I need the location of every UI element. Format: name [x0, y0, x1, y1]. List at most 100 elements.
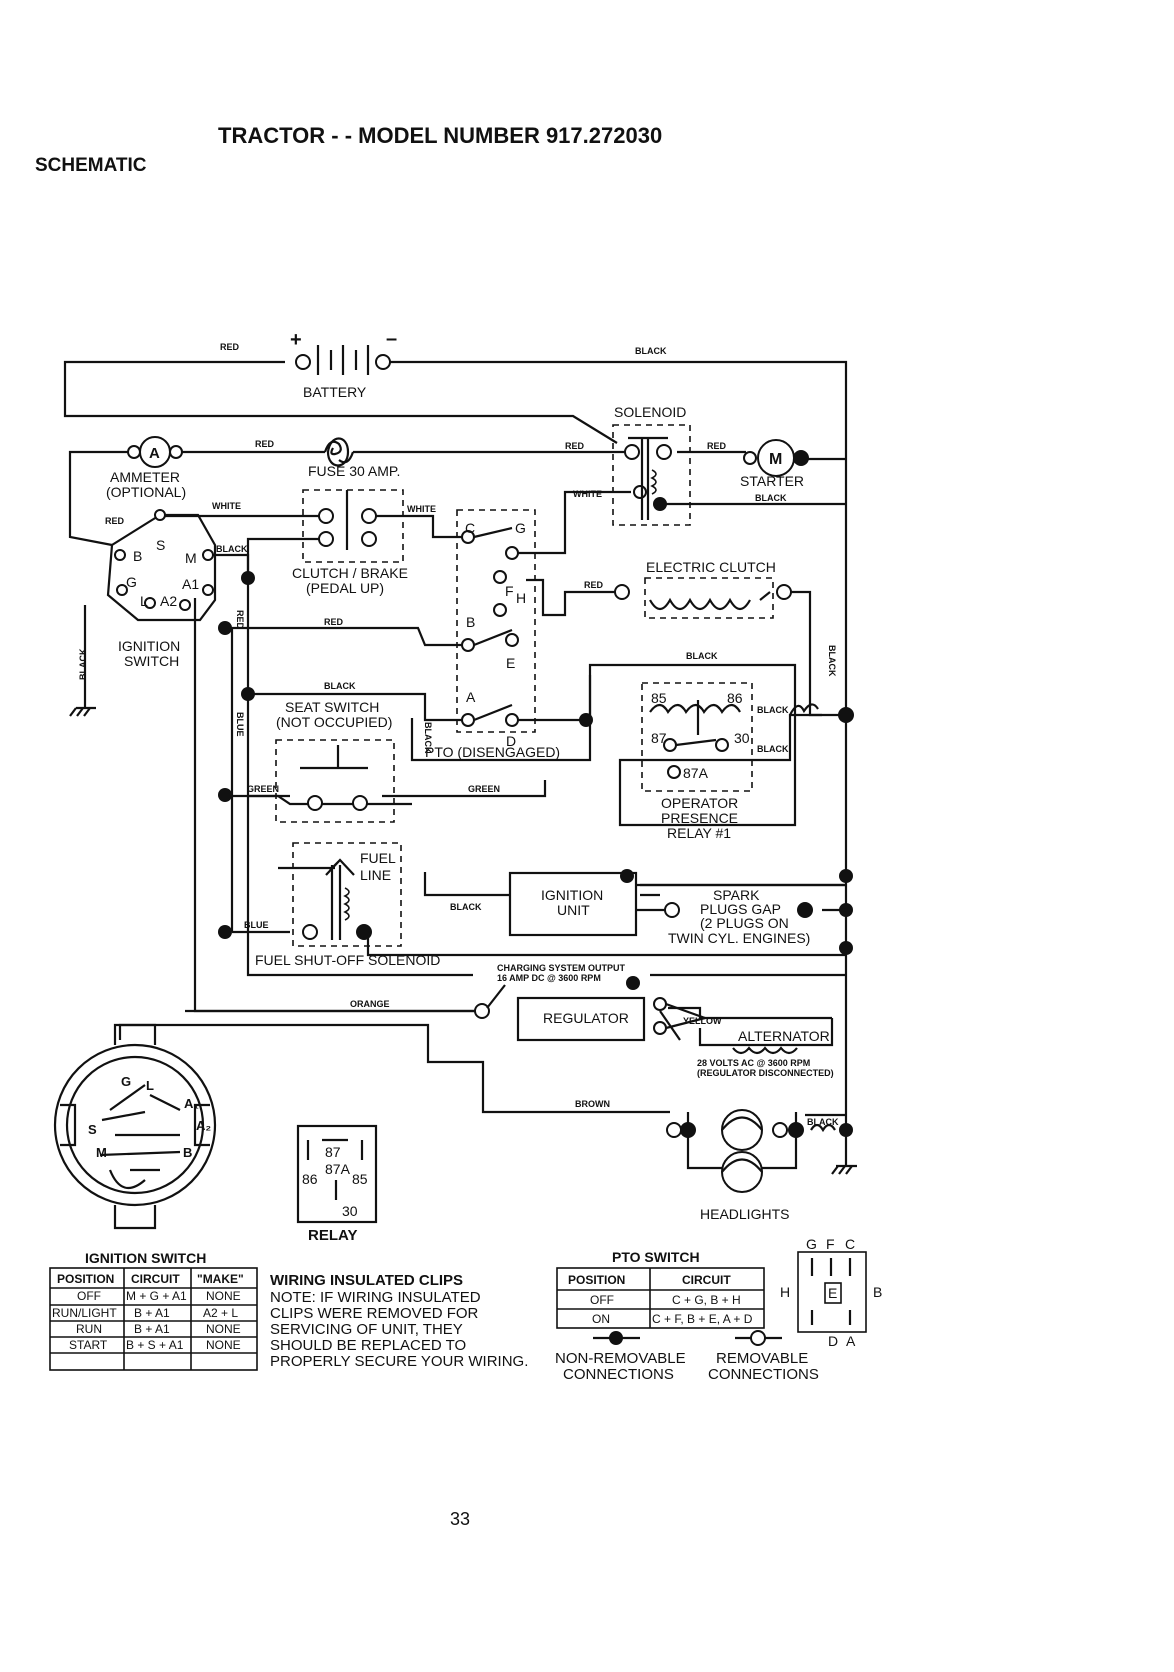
- alternator-label: ALTERNATOR: [738, 1028, 830, 1044]
- wire-label-black-m: BLACK: [216, 544, 248, 554]
- battery-plus: +: [290, 329, 302, 351]
- seat-switch-label: SEAT SWITCH: [285, 699, 379, 715]
- headlights: HEADLIGHTS BROWN BLACK: [575, 1099, 853, 1222]
- wire-label-green-right: GREEN: [468, 784, 500, 794]
- sw-terminal-g: G: [121, 1074, 131, 1089]
- clutch-brake-label: CLUTCH / BRAKE: [292, 565, 408, 581]
- wire-label-red-battery: RED: [220, 342, 240, 352]
- ign-r3-c1: B + S + A1: [126, 1338, 184, 1352]
- seat-switch: SEAT SWITCH (NOT OCCUPIED) GREEN GREEN: [218, 687, 500, 823]
- regulator: CHARGING SYSTEM OUTPUT 16 AMP DC @ 3600 …: [350, 963, 722, 1042]
- wire-label-green-left: GREEN: [247, 784, 279, 794]
- connection-legend: NON-REMOVABLE CONNECTIONS REMOVABLE CONN…: [555, 1330, 819, 1383]
- wire-label-black-ground: BLACK: [78, 648, 88, 680]
- wire-label-black-ign-unit: BLACK: [450, 902, 482, 912]
- pto-pin-a: A: [846, 1333, 856, 1349]
- solenoid: SOLENOID RED WHITE RED BLACK: [565, 404, 787, 526]
- wire-label-red-vertical: RED: [235, 610, 245, 630]
- note-line-4: SHOULD BE REPLACED TO: [270, 1337, 466, 1354]
- solenoid-label: SOLENOID: [614, 404, 686, 420]
- wire-label-blue-vertical: BLUE: [235, 712, 245, 737]
- relay-terminal-85: 85: [651, 690, 667, 706]
- pto-terminal-d: D: [506, 733, 516, 749]
- removable-symbol: [750, 1330, 766, 1346]
- ignition-switch: B S M G A1 L A2 IGNITION SWITCH WHITE BL…: [78, 501, 255, 737]
- ign-terminal-a1: A1: [182, 576, 199, 592]
- legend-removable-1: REMOVABLE: [716, 1350, 808, 1367]
- alternator: ALTERNATOR 28 VOLTS AC @ 3600 RPM (REGUL…: [697, 1028, 834, 1078]
- wire-label-red-solenoid: RED: [565, 441, 585, 451]
- ign-r0-c0: OFF: [77, 1289, 101, 1303]
- relay-label-3: RELAY #1: [667, 825, 731, 841]
- electric-clutch: ELECTRIC CLUTCH RED BLACK BLACK: [584, 559, 837, 677]
- pto-switch: C G F H B E A D PTO (DISENGAGED) RED BLA…: [324, 509, 593, 760]
- ign-terminal-s: S: [156, 537, 165, 553]
- ign-r1-c0: RUN/LIGHT: [52, 1306, 117, 1320]
- pto-terminal-b: B: [466, 614, 475, 630]
- wire-label-blue-fuel: BLUE: [244, 920, 269, 930]
- ign-terminal-b: B: [133, 548, 142, 564]
- spark-label-2: PLUGS GAP: [700, 901, 781, 917]
- ignition-unit-label-2: UNIT: [557, 902, 590, 918]
- relay-pin-30: 30: [342, 1203, 358, 1219]
- ammeter: A AMMETER (OPTIONAL) RED RED: [105, 436, 275, 526]
- page-title: TRACTOR - - MODEL NUMBER 917.272030: [218, 123, 662, 148]
- fuel-shutoff-solenoid: FUEL LINE FUEL SHUT-OFF SOLENOID BLUE: [218, 842, 440, 968]
- starter: M STARTER: [740, 439, 809, 489]
- pto-terminal-a: A: [466, 689, 476, 705]
- pto-terminal-c: C: [465, 520, 475, 536]
- wire-label-yellow: YELLOW: [683, 1016, 722, 1026]
- charging-output-1: CHARGING SYSTEM OUTPUT: [497, 963, 626, 973]
- ign-terminal-a2: A2: [160, 593, 177, 609]
- battery: + – BATTERY RED BLACK: [220, 328, 667, 400]
- pto-disengaged-label: PTO (DISENGAGED): [425, 744, 560, 760]
- wire-label-black-right: BLACK: [827, 645, 837, 677]
- ign-r0-c1: M + G + A1: [126, 1289, 187, 1303]
- note-line-5: PROPERLY SECURE YOUR WIRING.: [270, 1353, 528, 1370]
- ign-r2-c2: NONE: [206, 1322, 241, 1336]
- ignition-unit-label-1: IGNITION: [541, 887, 603, 903]
- wire-label-red-starter: RED: [707, 441, 727, 451]
- relay-title: RELAY: [308, 1227, 357, 1244]
- relay-terminal-87: 87: [651, 730, 667, 746]
- fuel-line-label-2: LINE: [360, 867, 391, 883]
- pto-terminal-g: G: [515, 520, 526, 536]
- ign-r3-c0: START: [69, 1338, 108, 1352]
- wire-label-black-86: BLACK: [757, 705, 789, 715]
- spark-label-4: TWIN CYL. ENGINES): [668, 930, 810, 946]
- ign-r1-c1: B + A1: [134, 1306, 170, 1320]
- pto-r1-c1: C + F, B + E, A + D: [652, 1312, 753, 1326]
- battery-minus: –: [386, 328, 397, 350]
- wire-label-black-starter: BLACK: [755, 493, 787, 503]
- relay-label-1: OPERATOR: [661, 795, 738, 811]
- wire-label-black-relay: BLACK: [686, 651, 718, 661]
- pto-terminal-h: H: [516, 590, 526, 606]
- ign-r3-c2: NONE: [206, 1338, 241, 1352]
- electric-clutch-label: ELECTRIC CLUTCH: [646, 559, 776, 575]
- ignition-switch-face: G L A₁ A₂ S M B: [53, 1023, 217, 1230]
- clips-title: WIRING INSULATED CLIPS: [270, 1272, 463, 1289]
- wire-label-black-seat: BLACK: [423, 722, 433, 754]
- ign-switch-label-1: IGNITION: [118, 638, 180, 654]
- relay-pin-87: 87: [325, 1144, 341, 1160]
- note-line-2: CLIPS WERE REMOVED FOR: [270, 1305, 479, 1322]
- spark-label-3: (2 PLUGS ON: [700, 915, 789, 931]
- ign-terminal-l: L: [140, 593, 148, 609]
- regulator-label: REGULATOR: [543, 1010, 629, 1026]
- ammeter-symbol: A: [149, 445, 160, 462]
- wire-label-red-ign: RED: [105, 516, 125, 526]
- ign-r1-c2: A2 + L: [203, 1306, 238, 1320]
- wire-label-red-ammeter: RED: [255, 439, 275, 449]
- motor-symbol: M: [769, 451, 782, 468]
- pto-pin-h: H: [780, 1284, 790, 1300]
- wire-label-red-clutch: RED: [584, 580, 604, 590]
- pto-table-title: PTO SWITCH: [612, 1249, 700, 1265]
- wire-label-orange: ORANGE: [350, 999, 390, 1009]
- pto-pin-b: B: [873, 1284, 882, 1300]
- wire-label-black-battery: BLACK: [635, 346, 667, 356]
- pto-pin-e: E: [828, 1285, 837, 1301]
- note-line-3: SERVICING OF UNIT, THEY: [270, 1321, 463, 1338]
- pto-pin-f: F: [826, 1236, 835, 1252]
- legend-removable-2: CONNECTIONS: [708, 1366, 819, 1383]
- pto-r0-c1: C + G, B + H: [672, 1293, 741, 1307]
